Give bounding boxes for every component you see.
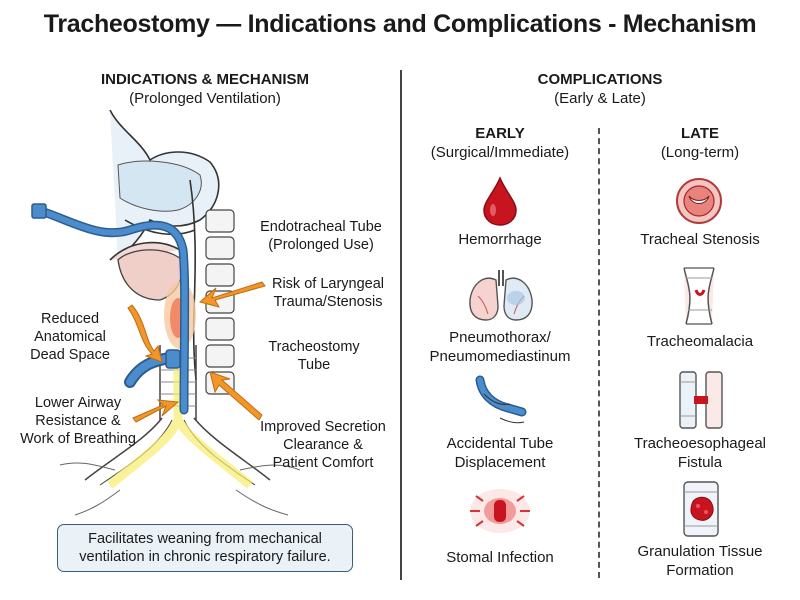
late-heading-block: LATE (Long-term) [610,124,790,162]
early-late-divider [598,128,600,578]
granulation-tissue-icon [683,481,719,537]
granulation-tissue-line2: Formation [666,562,734,579]
stomal-infection-label: Stomal Infection [446,549,554,566]
laryngeal-trauma-line1: Risk of Laryngeal [271,276,385,292]
complications-heading: COMPLICATIONS [537,71,663,88]
late-heading: LATE [680,125,720,142]
tracheostomy-tube-label: Tracheostomy Tube [254,338,374,374]
indications-heading-block: INDICATIONS & MECHANISM (Prolonged Venti… [60,70,350,108]
secretion-clearance-line2: Clearance & [283,437,363,453]
tracheomalacia-label: Tracheomalacia [646,333,754,350]
tracheostomy-tube-line1: Tracheostomy [268,339,360,355]
pneumothorax-line1: Pneumothorax/ [449,329,551,346]
tracheal-stenosis-label: Tracheal Stenosis [640,231,760,248]
tracheoesophageal-fistula-line1: Tracheoesophageal [633,435,767,452]
pneumothorax-label: Pneumothorax/ Pneumomediastinum [410,328,590,366]
column-divider [400,70,402,580]
airway-resistance-line3: Work of Breathing [20,431,136,447]
airway-resistance-line1: Lower Airway [34,395,122,411]
displaced-tube-icon [475,375,527,424]
tracheoesophageal-fistula-label: Tracheoesophageal Fistula [610,434,790,472]
stomal-infection-icon [470,489,530,533]
page-title: Tracheostomy — Indications and Complicat… [43,10,757,38]
early-subheading: (Surgical/Immediate) [430,144,570,161]
dead-space-label: Reduced Anatomical Dead Space [10,310,130,364]
endotracheal-tube-label: Endotracheal Tube (Prolonged Use) [246,218,396,254]
early-heading-block: EARLY (Surgical/Immediate) [410,124,590,162]
laryngeal-trauma-label: Risk of Laryngeal Trauma/Stenosis [258,275,398,311]
early-heading: EARLY [475,125,525,142]
secretion-clearance-line3: Patient Comfort [272,455,374,471]
lungs-icon [469,270,533,321]
indications-subheading: (Prolonged Ventilation) [129,90,281,107]
laryngeal-trauma-line2: Trauma/Stenosis [273,294,383,310]
accidental-displacement-line2: Displacement [454,454,546,471]
dead-space-line2: Anatomical [34,329,106,345]
complications-subheading: (Early & Late) [554,90,646,107]
accidental-displacement-label: Accidental Tube Displacement [410,434,590,472]
tracheoesophageal-fistula-icon [679,371,723,429]
tracheomalacia-icon [683,267,715,325]
granulation-tissue-line1: Granulation Tissue [637,543,763,560]
airway-resistance-label: Lower Airway Resistance & Work of Breath… [6,394,150,448]
weaning-note-line2: ventilation in chronic respiratory failu… [79,549,331,565]
weaning-note-box: Facilitates weaning from mechanical vent… [57,524,353,572]
weaning-note-line1: Facilitates weaning from mechanical [88,531,322,547]
airway-anatomy-illustration [31,110,301,516]
dead-space-line1: Reduced [40,311,100,327]
endotracheal-tube-line2: (Prolonged Use) [268,237,374,253]
secretion-clearance-line1: Improved Secretion [260,419,386,435]
tracheostomy-tube-line2: Tube [297,357,331,373]
pneumothorax-line2: Pneumomediastinum [429,348,571,365]
secretion-clearance-label: Improved Secretion Clearance & Patient C… [250,418,396,472]
tracheal-stenosis-icon [676,178,722,224]
complications-heading-block: COMPLICATIONS (Early & Late) [500,70,700,108]
airway-resistance-line2: Resistance & [35,413,121,429]
late-subheading: (Long-term) [660,144,740,161]
endotracheal-connector [31,203,47,219]
blood-drop-icon [483,176,517,226]
dead-space-line3: Dead Space [30,347,110,363]
accidental-displacement-line1: Accidental Tube [446,435,554,452]
granulation-tissue-label: Granulation Tissue Formation [610,542,790,580]
mechanism-arrows [127,281,266,423]
hemorrhage-label: Hemorrhage [458,231,542,248]
endotracheal-tube-line1: Endotracheal Tube [260,219,382,235]
indications-heading: INDICATIONS & MECHANISM [100,71,310,88]
tracheoesophageal-fistula-line2: Fistula [677,454,723,471]
